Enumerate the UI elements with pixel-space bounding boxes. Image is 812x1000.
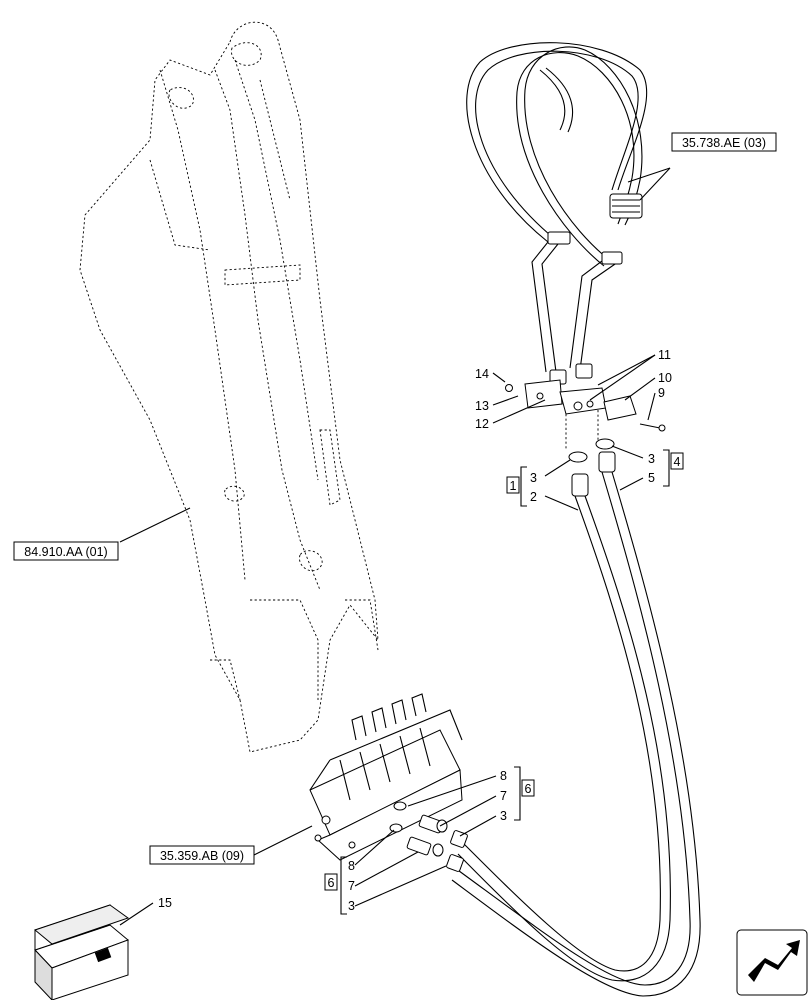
- kit-box-4[interactable]: [670, 452, 684, 470]
- kit-label-1: 1: [510, 479, 517, 493]
- steel-tubes: [531, 231, 623, 385]
- clamp-assembly: [505, 379, 666, 450]
- item-8-lower: 8: [348, 859, 355, 873]
- item-13: 13: [475, 399, 489, 413]
- item-9: 9: [658, 386, 665, 400]
- item-14: 14: [475, 367, 489, 381]
- kit-box-1[interactable]: [506, 476, 520, 494]
- ref-label-hoses: 35.738.AE (03): [682, 136, 766, 150]
- boom-outline: [79, 21, 379, 753]
- item-2: 2: [530, 490, 537, 504]
- ref-box-boom[interactable]: [13, 541, 119, 561]
- item-5: 5: [648, 471, 655, 485]
- upper-hose-loops: [466, 42, 648, 267]
- ref-box-valve[interactable]: [149, 845, 255, 865]
- ref-label-valve: 35.359.AB (09): [160, 849, 244, 863]
- item-7-lower: 7: [348, 879, 355, 893]
- item-3-upper: 3: [500, 809, 507, 823]
- control-valve: [309, 693, 463, 861]
- item-3-lower: 3: [348, 899, 355, 913]
- upper-fittings: [568, 438, 616, 497]
- kit-label-6-lower: 6: [328, 876, 335, 890]
- crate-icon: [33, 904, 130, 1000]
- item-3-kit4: 3: [648, 452, 655, 466]
- next-page-icon[interactable]: [736, 929, 808, 996]
- kit-box-6-lower[interactable]: [324, 873, 338, 891]
- item-15: 15: [158, 896, 172, 910]
- long-hoses: [451, 471, 701, 997]
- kit-box-6-upper[interactable]: [521, 779, 535, 797]
- ref-label-boom: 84.910.AA (01): [24, 545, 107, 559]
- item-12: 12: [475, 417, 489, 431]
- kit-label-6-upper: 6: [525, 782, 532, 796]
- item-numbers: 11 10 9 14 13 12 3 2 3 5 8 7 3 8 7 3 15: [158, 348, 672, 913]
- item-3-kit1: 3: [530, 471, 537, 485]
- item-8-upper: 8: [500, 769, 507, 783]
- ref-box-hoses[interactable]: [671, 132, 777, 152]
- item-11: 11: [658, 348, 671, 362]
- kit-label-4: 4: [674, 455, 681, 469]
- item-10: 10: [658, 371, 672, 385]
- leader-lines: [119, 167, 671, 926]
- item-7-upper: 7: [500, 789, 507, 803]
- reference-boxes: 84.910.AA (01) 35.738.AE (03) 35.359.AB …: [13, 132, 777, 891]
- group-brackets: [340, 449, 670, 915]
